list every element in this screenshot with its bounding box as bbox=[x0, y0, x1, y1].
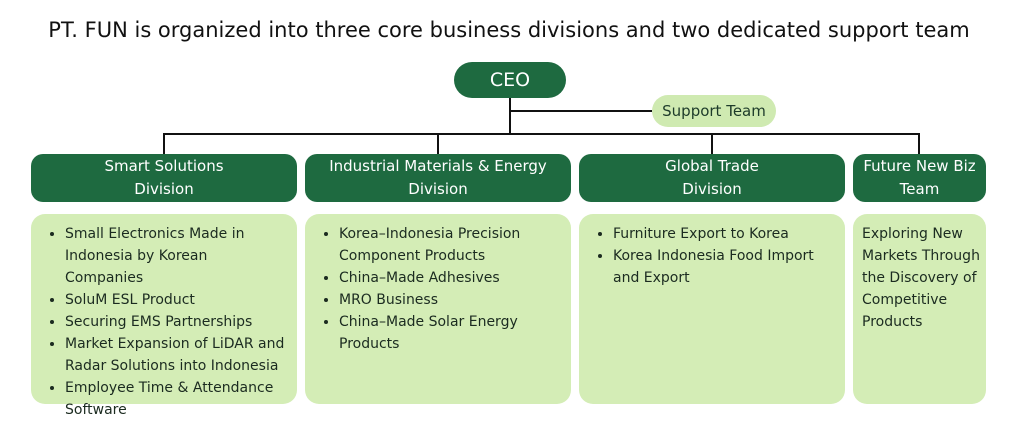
diagram-title: PT. FUN is organized into three core bus… bbox=[48, 18, 970, 42]
item-list: Korea–Indonesia Precision Component Prod… bbox=[317, 223, 563, 355]
list-item: Employee Time & Attendance Software bbox=[65, 377, 289, 421]
card-future-new-biz: Exploring New Markets Through the Discov… bbox=[853, 214, 986, 404]
list-item: Furniture Export to Korea bbox=[613, 223, 837, 245]
list-item: China–Made Adhesives bbox=[339, 267, 563, 289]
card-global-trade: Furniture Export to Korea Korea Indonesi… bbox=[579, 214, 845, 404]
division-future-new-biz: Future New Biz Team bbox=[853, 154, 986, 202]
division-label: Global Trade Division bbox=[665, 157, 759, 198]
list-item: Securing EMS Partnerships bbox=[65, 311, 289, 333]
item-list: Small Electronics Made in Indonesia by K… bbox=[43, 223, 289, 421]
list-item: Market Expansion of LiDAR and Radar Solu… bbox=[65, 333, 289, 377]
ceo-node: CEO bbox=[454, 62, 566, 98]
list-item: MRO Business bbox=[339, 289, 563, 311]
card-smart-solutions: Small Electronics Made in Indonesia by K… bbox=[31, 214, 297, 418]
team-description: Exploring New Markets Through the Discov… bbox=[862, 226, 980, 330]
list-item: China–Made Solar Energy Products bbox=[339, 311, 563, 355]
support-team-node: Support Team bbox=[652, 95, 776, 127]
division-global-trade: Global Trade Division bbox=[579, 154, 845, 202]
list-item: Small Electronics Made in Indonesia by K… bbox=[65, 223, 289, 289]
division-smart-solutions: Smart Solutions Division bbox=[31, 154, 297, 202]
division-label: Smart Solutions Division bbox=[104, 157, 224, 198]
item-list: Furniture Export to Korea Korea Indonesi… bbox=[591, 223, 837, 289]
card-industrial-materials-energy: Korea–Indonesia Precision Component Prod… bbox=[305, 214, 571, 404]
list-item: Korea Indonesia Food Import and Export bbox=[613, 245, 837, 289]
list-item: Korea–Indonesia Precision Component Prod… bbox=[339, 223, 563, 267]
division-industrial-materials-energy: Industrial Materials & Energy Division bbox=[305, 154, 571, 202]
division-label: Future New Biz Team bbox=[863, 157, 976, 198]
division-label: Industrial Materials & Energy Division bbox=[329, 157, 547, 198]
list-item: SoluM ESL Product bbox=[65, 289, 289, 311]
